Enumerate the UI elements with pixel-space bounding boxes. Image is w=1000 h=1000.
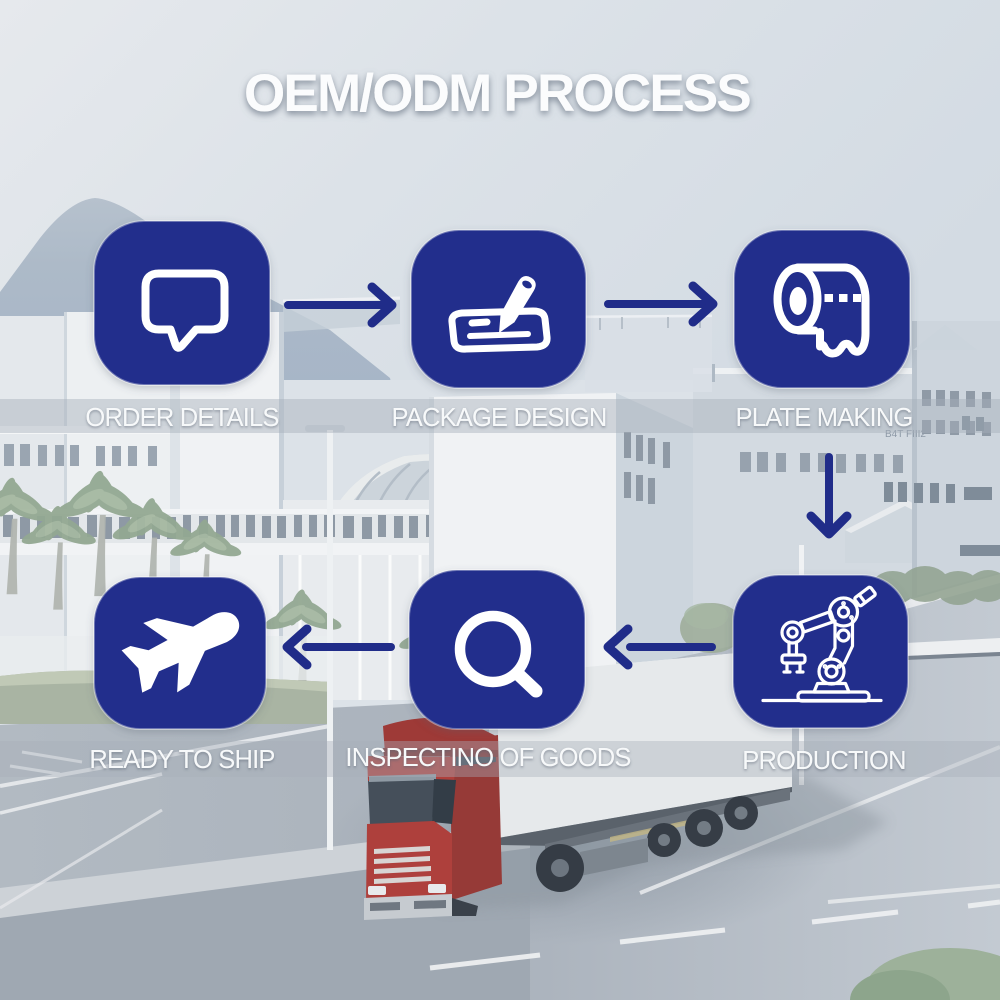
svg-text:ORDER DETAILS: ORDER DETAILS [85,404,278,432]
svg-text:B4T FIII2: B4T FIII2 [885,429,926,440]
svg-text:PLATE MAKING: PLATE MAKING [736,404,913,432]
svg-text:PRODUCTION: PRODUCTION [742,747,905,775]
svg-text:READY TO SHIP: READY TO SHIP [89,746,274,774]
svg-text:OEM/ODM PROCESS: OEM/ODM PROCESS [244,64,750,123]
svg-text:INSPECTINO OF GOODS: INSPECTINO OF GOODS [345,744,630,772]
svg-text:PACKAGE DESIGN: PACKAGE DESIGN [391,404,606,432]
